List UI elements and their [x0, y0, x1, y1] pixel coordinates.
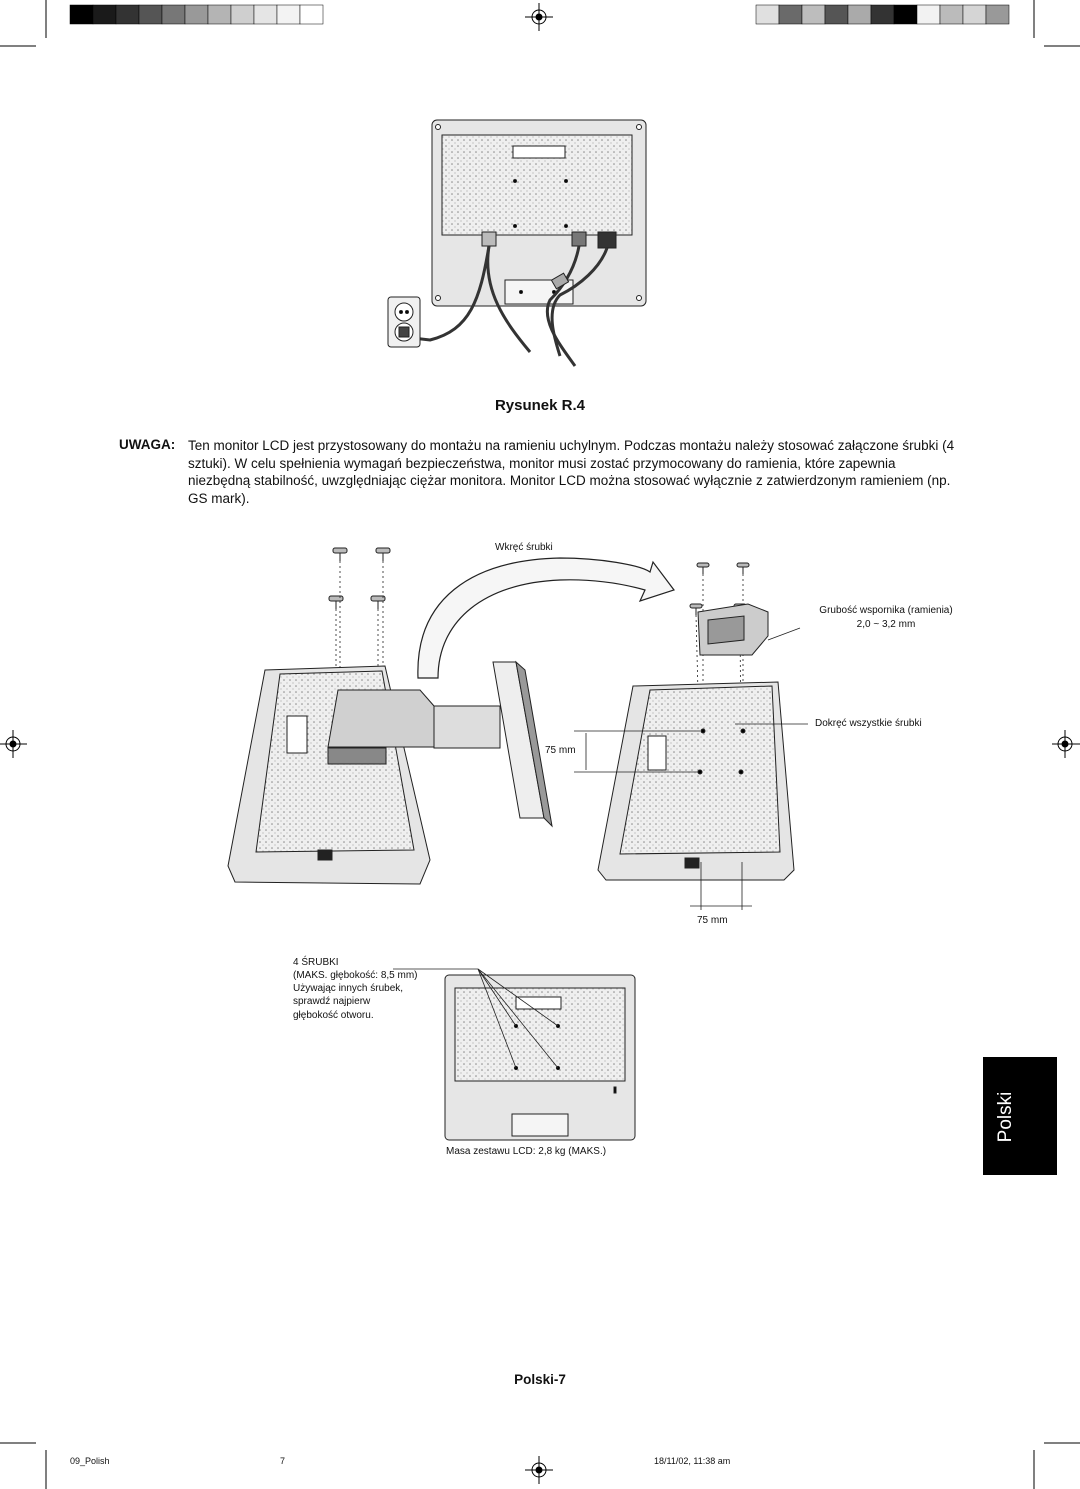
note-label: UWAGA: [119, 437, 176, 452]
figure-caption: Rysunek R.4 [494, 397, 586, 414]
registration-mark-top [525, 3, 553, 31]
label-screws-note1: Używając innych śrubek, [293, 983, 404, 994]
label-screw-in: Wkręć śrubki [495, 542, 553, 553]
dimension-lines [574, 627, 808, 910]
registration-mark-bottom [525, 1456, 553, 1484]
label-mass: Masa zestawu LCD: 2,8 kg (MAKS.) [446, 1146, 607, 1157]
label-screws-depth: (MAKS. głębokość: 8,5 mm) [293, 970, 418, 981]
monitor-with-stand [227, 660, 553, 885]
label-screws-note3: głębokość otworu. [293, 1010, 374, 1021]
screw-pointer-lines [393, 968, 559, 1069]
monitor-back-screws [444, 974, 636, 1141]
footer-timestamp: 18/11/02, 11:38 am [654, 1456, 731, 1466]
footer-file: 09_Polish [70, 1456, 110, 1466]
label-dim-vertical: 75 mm [545, 745, 576, 756]
label-dim-horizontal: 75 mm [697, 915, 728, 926]
gray-scale-bar-right [755, 4, 1010, 25]
registration-mark-left [0, 730, 27, 758]
label-screws-title: 4 ŚRUBKI [293, 957, 339, 968]
label-thickness: Grubość wspornika (ramienia) [819, 605, 953, 616]
label-screws-note2: sprawdź najpierw [293, 996, 371, 1007]
page-number: Polski-7 [514, 1372, 566, 1387]
label-tighten: Dokręć wszystkie śrubki [815, 718, 922, 729]
monitor-vesa-mount [597, 603, 795, 881]
registration-mark-right [1052, 730, 1080, 758]
label-thickness-value: 2,0 ~ 3,2 mm [856, 619, 916, 630]
footer-page: 7 [280, 1456, 286, 1466]
language-tab [983, 1057, 1057, 1175]
note-text: Ten monitor LCD jest przystosowany do mo… [188, 438, 955, 506]
gray-scale-bar-left [69, 4, 324, 25]
language-tab-label: Polski [995, 1091, 1016, 1143]
screw-in-arrow [417, 557, 675, 679]
monitor-back-cables [387, 119, 647, 367]
